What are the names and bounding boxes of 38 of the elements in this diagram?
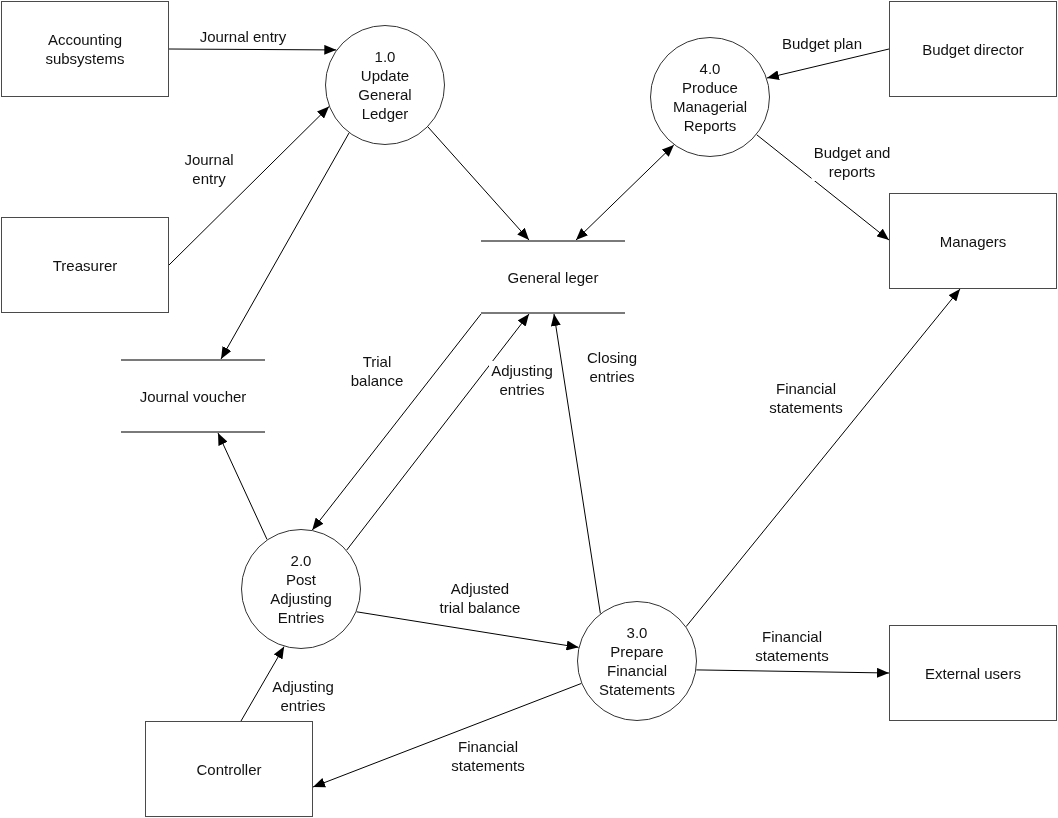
arrow bbox=[550, 313, 601, 614]
external-entity-box bbox=[1, 217, 169, 313]
entity-label: Treasurer bbox=[52, 255, 118, 275]
process-number: 4.0 bbox=[699, 59, 721, 78]
external-entity-box bbox=[889, 625, 1057, 721]
process-name: Prepare Financial Statements bbox=[598, 642, 676, 699]
entity-label: External users bbox=[925, 663, 1021, 683]
process-name: Update General Ledger bbox=[357, 66, 413, 123]
arrow bbox=[217, 432, 268, 541]
arrow bbox=[346, 313, 530, 551]
arrow bbox=[427, 126, 530, 241]
arrow bbox=[685, 288, 961, 628]
arrow bbox=[240, 646, 285, 722]
arrow bbox=[168, 106, 330, 266]
data-store bbox=[121, 359, 265, 433]
process-name: Post Adjusting Entries bbox=[269, 570, 333, 627]
entity-label: Controller bbox=[196, 759, 262, 779]
process-number: 3.0 bbox=[626, 623, 648, 642]
arrow bbox=[756, 134, 890, 241]
arrow bbox=[695, 667, 890, 678]
arrow bbox=[311, 313, 482, 531]
data-store bbox=[481, 240, 625, 314]
process-name: Produce Managerial Reports bbox=[671, 78, 749, 135]
data-store-label: Journal voucher bbox=[139, 386, 247, 406]
arrow bbox=[220, 132, 350, 360]
process-number: 1.0 bbox=[374, 47, 396, 66]
external-entity-box bbox=[889, 193, 1057, 289]
entity-label: Budget director bbox=[922, 39, 1024, 59]
data-store-label: General leger bbox=[507, 267, 599, 287]
external-entity-box bbox=[889, 1, 1057, 97]
arrow bbox=[312, 682, 582, 788]
external-entity-box bbox=[1, 1, 169, 97]
process-number: 2.0 bbox=[290, 551, 312, 570]
entity-label: Managers bbox=[939, 231, 1007, 251]
double-arrow bbox=[575, 144, 675, 241]
external-entity-box bbox=[145, 721, 313, 817]
entity-label: Accounting subsystems bbox=[44, 30, 126, 68]
arrow bbox=[766, 48, 890, 81]
